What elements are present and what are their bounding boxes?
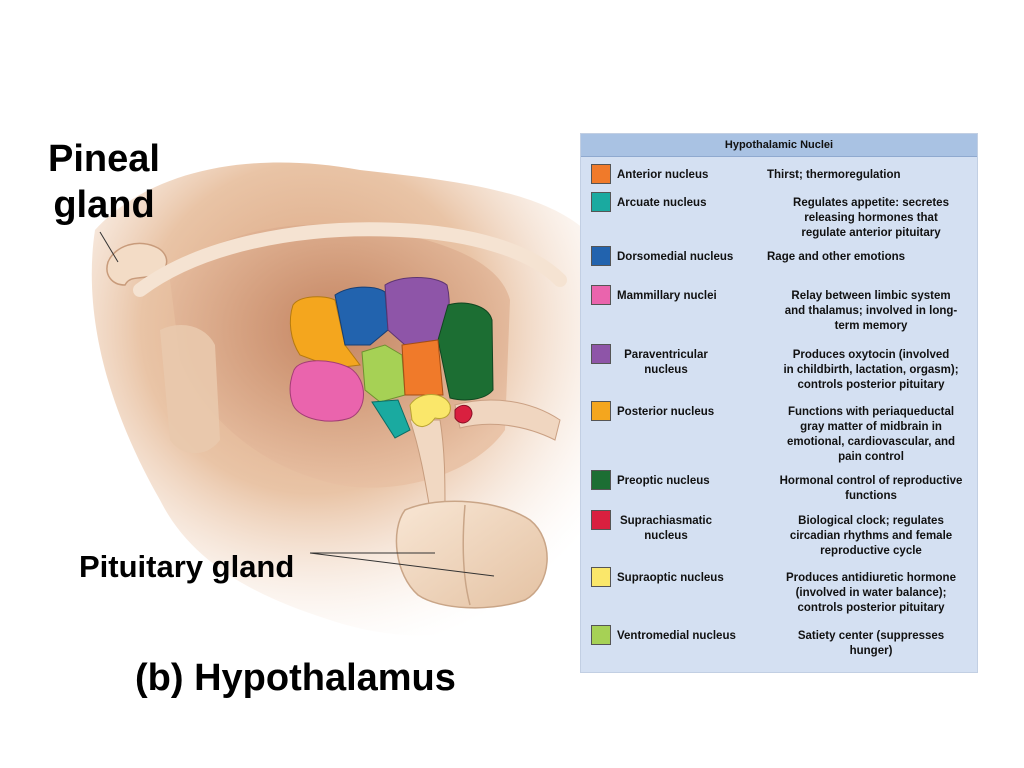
- suprachiasmatic-nucleus: [454, 404, 473, 424]
- nucleus-function: Biological clock; regulates circadian rh…: [789, 515, 953, 557]
- pituitary-leader-line-2: [309, 552, 495, 577]
- hypothalamic-nuclei-table: Hypothalamic Nuclei Anterior nucleus Thi…: [580, 133, 978, 673]
- nucleus-function: Regulates appetite: secretes releasing h…: [793, 197, 949, 239]
- color-swatch: [591, 625, 611, 645]
- striated-region: [160, 325, 220, 454]
- nucleus-function: Functions with periaqueductal gray matte…: [786, 406, 956, 463]
- nucleus-name: Supraoptic nucleus: [617, 572, 724, 584]
- posterior-nucleus: [289, 296, 361, 369]
- color-swatch: [591, 285, 611, 305]
- nucleus-function: Produces oxytocin (involved in childbirt…: [783, 349, 959, 391]
- pineal-leader-line: [99, 231, 119, 263]
- figure-caption: (b) Hypothalamus: [135, 657, 456, 699]
- nucleus-function: Rage and other emotions: [767, 251, 906, 263]
- nucleus-name: Preoptic nucleus: [617, 475, 710, 487]
- preoptic-nucleus: [437, 302, 494, 401]
- nucleus-function: Thirst; thermoregulation: [767, 169, 901, 181]
- table-header: Hypothalamic Nuclei: [581, 134, 977, 157]
- pineal-gland-label: Pineal gland: [48, 138, 160, 226]
- optic-chiasm: [454, 399, 561, 441]
- color-swatch: [591, 401, 611, 421]
- nucleus-name: Ventromedial nucleus: [617, 630, 736, 642]
- color-swatch: [591, 344, 611, 364]
- nucleus-name: Anterior nucleus: [617, 169, 709, 181]
- arcuate-nucleus: [371, 399, 411, 439]
- nucleus-function: Satiety center (suppresses hunger): [797, 630, 945, 657]
- nucleus-name: Suprachiasmatic nucleus: [619, 515, 713, 542]
- mammillary-nuclei: [289, 360, 364, 422]
- nucleus-function: Hormonal control of reproductive functio…: [779, 475, 963, 502]
- nucleus-function: Produces antidiuretic hormone (involved …: [786, 572, 956, 614]
- nucleus-name: Posterior nucleus: [617, 406, 715, 418]
- nucleus-name: Dorsomedial nucleus: [617, 251, 734, 263]
- color-swatch: [591, 510, 611, 530]
- color-swatch: [591, 192, 611, 212]
- nucleus-name: Mammillary nuclei: [617, 290, 717, 302]
- corpus-callosum: [133, 222, 567, 297]
- nucleus-name: Paraventricular nucleus: [624, 349, 708, 376]
- color-swatch: [591, 567, 611, 587]
- nucleus-name: Arcuate nucleus: [617, 197, 707, 209]
- color-swatch: [591, 470, 611, 490]
- color-swatch: [591, 246, 611, 266]
- color-swatch: [591, 164, 611, 184]
- anterior-nucleus: [401, 339, 444, 396]
- dorsomedial-nucleus: [334, 286, 389, 346]
- nucleus-function: Relay between limbic system and thalamus…: [784, 290, 958, 332]
- pituitary-gland: [395, 500, 548, 609]
- pituitary-gland-label: Pituitary gland: [79, 549, 295, 584]
- supraoptic-nucleus: [409, 394, 451, 427]
